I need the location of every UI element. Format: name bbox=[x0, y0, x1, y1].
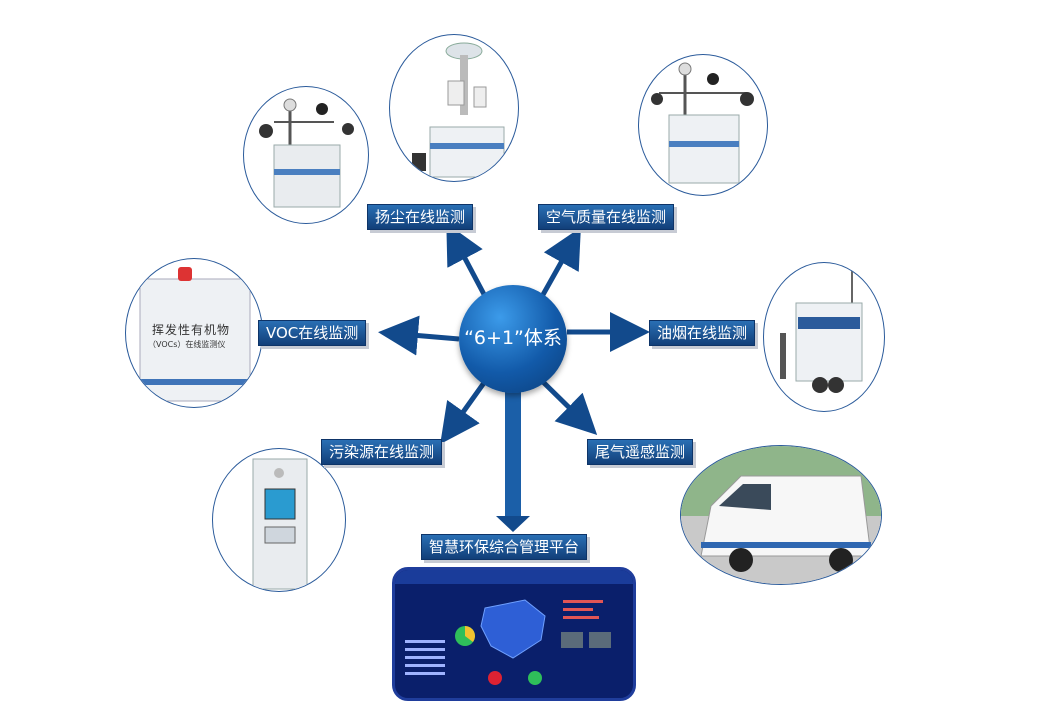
platform-dashboard-image bbox=[392, 567, 636, 701]
air-quality-station-image bbox=[638, 54, 768, 196]
arrow-voc bbox=[378, 315, 460, 356]
label-exhaust-remote-monitoring: 尾气遥感监测 bbox=[587, 439, 694, 465]
arrow-pollution bbox=[440, 378, 489, 445]
label-dust-monitoring: 扬尘在线监测 bbox=[367, 204, 474, 230]
label-air-quality-monitoring: 空气质量在线监测 bbox=[538, 204, 675, 230]
hub-label: “6+1”体系 bbox=[464, 327, 562, 349]
dust-monitor-image bbox=[243, 86, 369, 224]
arrow-platform-shaft bbox=[505, 392, 521, 518]
voc-analyzer-image: 挥发性有机物 （VOCs）在线监测仪 bbox=[125, 258, 263, 408]
arrow-platform-head bbox=[496, 516, 530, 532]
air-station-image bbox=[389, 34, 519, 182]
label-pollution-source-monitoring: 污染源在线监测 bbox=[321, 439, 443, 465]
hub-circle: “6+1”体系 bbox=[459, 285, 567, 393]
arrow-dust bbox=[446, 223, 490, 302]
voc-device-title: 挥发性有机物 bbox=[152, 323, 231, 337]
label-fume-monitoring: 油烟在线监测 bbox=[649, 320, 756, 346]
label-voc-monitoring: VOC在线监测 bbox=[258, 320, 367, 346]
arrow-exhaust bbox=[539, 378, 598, 435]
voc-device-subtitle: （VOCs）在线监测仪 bbox=[148, 340, 226, 349]
label-platform: 智慧环保综合管理平台 bbox=[421, 534, 588, 560]
fume-monitor-image bbox=[763, 262, 885, 412]
arrow-air bbox=[537, 227, 581, 302]
pollution-source-cabinet-image bbox=[212, 448, 346, 592]
exhaust-remote-vehicle-image bbox=[680, 445, 882, 585]
